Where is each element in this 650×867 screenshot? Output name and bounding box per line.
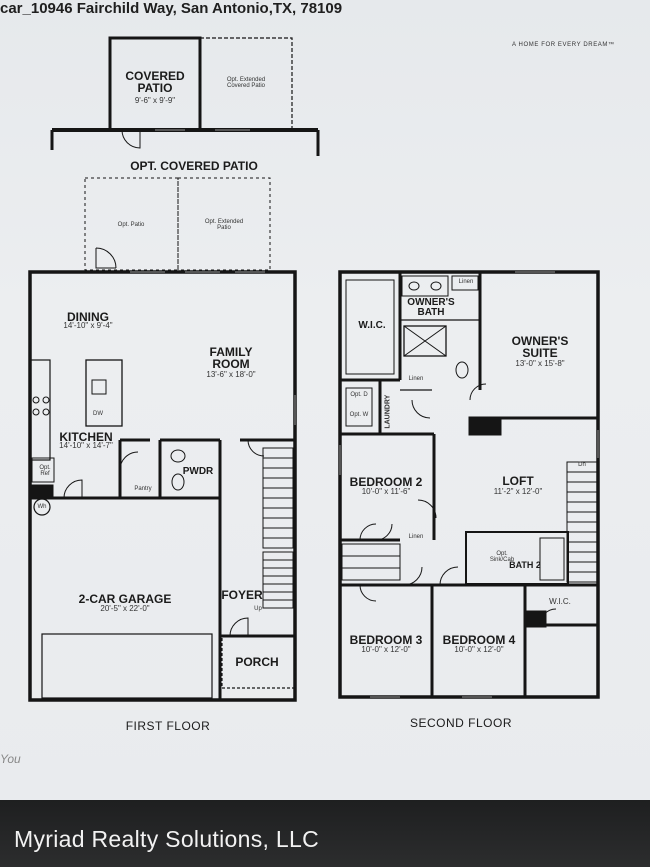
bedroom2-dim: 10'-0" x 11'-6" bbox=[361, 487, 411, 496]
garage-label: 2-CAR GARAGE bbox=[78, 592, 172, 606]
opt-w-label: Opt. W bbox=[349, 412, 369, 418]
opt-ext-covered-patio-label: Opt. Extended Covered Patio bbox=[226, 77, 266, 90]
opt-covered-patio-label: OPT. COVERED PATIO bbox=[130, 159, 258, 173]
dining-label: DINING bbox=[67, 310, 109, 324]
dw-label: DW bbox=[93, 411, 103, 417]
linen-label-laundry: Linen bbox=[408, 376, 424, 382]
family-room-label: FAMILY ROOM bbox=[209, 345, 253, 371]
covered-patio-label: COVERED PATIO bbox=[125, 69, 185, 95]
garage-dim: 20'-5" x 22'-0" bbox=[100, 604, 150, 613]
bath2-label: BATH 2 bbox=[509, 560, 541, 570]
opt-patio-outline bbox=[84, 177, 179, 271]
covered-patio-dim: 9'-6" x 9'-9" bbox=[134, 96, 176, 105]
garage-door bbox=[41, 633, 213, 699]
floor-plan-drawing bbox=[28, 36, 600, 702]
builder-tagline: A HOME FOR EVERY DREAM™ bbox=[512, 42, 615, 48]
shower bbox=[403, 325, 447, 357]
family-room-dim: 13'-6" x 18'-0" bbox=[206, 370, 256, 379]
laundry-label: LAUNDRY bbox=[384, 394, 392, 429]
opt-patio-label: Opt. Patio bbox=[117, 222, 145, 228]
opt-ref-label: Opt. Ref bbox=[39, 465, 51, 478]
first-floor-caption: FIRST FLOOR bbox=[125, 719, 211, 733]
opt-ext-patio-outline bbox=[177, 177, 271, 271]
bedroom2-label: BEDROOM 2 bbox=[349, 475, 423, 489]
opt-ext-patio-label: Opt. Extended Patio bbox=[204, 219, 244, 232]
pantry-label: Pantry bbox=[134, 486, 152, 492]
owners-suite-dim: 13'-0" x 15'-8" bbox=[515, 359, 565, 368]
wic-label: W.I.C. bbox=[358, 320, 386, 331]
bedroom4-label: BEDROOM 4 bbox=[442, 633, 516, 647]
brokerage-brand: Myriad Realty Solutions, LLC bbox=[14, 826, 319, 852]
dn-label: Dn bbox=[578, 462, 586, 468]
loft-dim: 11'-2" x 12'-0" bbox=[493, 487, 543, 496]
porch-outline bbox=[221, 635, 296, 689]
linen-label-top: Linen bbox=[458, 279, 474, 285]
opt-sink-cab-label: Opt. Sink/Cab bbox=[489, 551, 515, 564]
owners-suite-label: OWNER'S SUITE bbox=[511, 334, 569, 360]
kitchen-dim: 14'-10" x 14'-7" bbox=[59, 441, 113, 450]
opt-d-label: Opt. D bbox=[350, 392, 368, 398]
up-label: Up bbox=[254, 606, 262, 612]
bedroom3-dim: 10'-0" x 12'-0" bbox=[361, 645, 411, 654]
wh-label: Wh bbox=[37, 504, 47, 510]
loft-label: LOFT bbox=[502, 474, 534, 488]
pwdr-label: PWDR bbox=[182, 466, 214, 477]
foyer-label: FOYER bbox=[221, 588, 263, 602]
dining-dim: 14'-10" x 9'-4" bbox=[63, 321, 113, 330]
kitchen-label: KITCHEN bbox=[59, 430, 113, 444]
owners-bath-label: OWNER'S BATH bbox=[407, 297, 455, 318]
bedroom4-dim: 10'-0" x 12'-0" bbox=[454, 645, 504, 654]
kitchen-island bbox=[85, 359, 123, 427]
porch-label: PORCH bbox=[235, 655, 279, 669]
linen-label-hall: Linen bbox=[408, 534, 424, 540]
bedroom3-label: BEDROOM 3 bbox=[349, 633, 423, 647]
footer-bar bbox=[0, 800, 650, 867]
side-text-fragment: You bbox=[0, 752, 21, 766]
monitor-screen: car_10946 Fairchild Way, San Antonio,TX,… bbox=[0, 0, 650, 800]
address-heading: car_10946 Fairchild Way, San Antonio,TX,… bbox=[0, 0, 343, 17]
wic2-label: W.I.C. bbox=[549, 597, 571, 606]
second-floor-caption: SECOND FLOOR bbox=[409, 716, 513, 730]
